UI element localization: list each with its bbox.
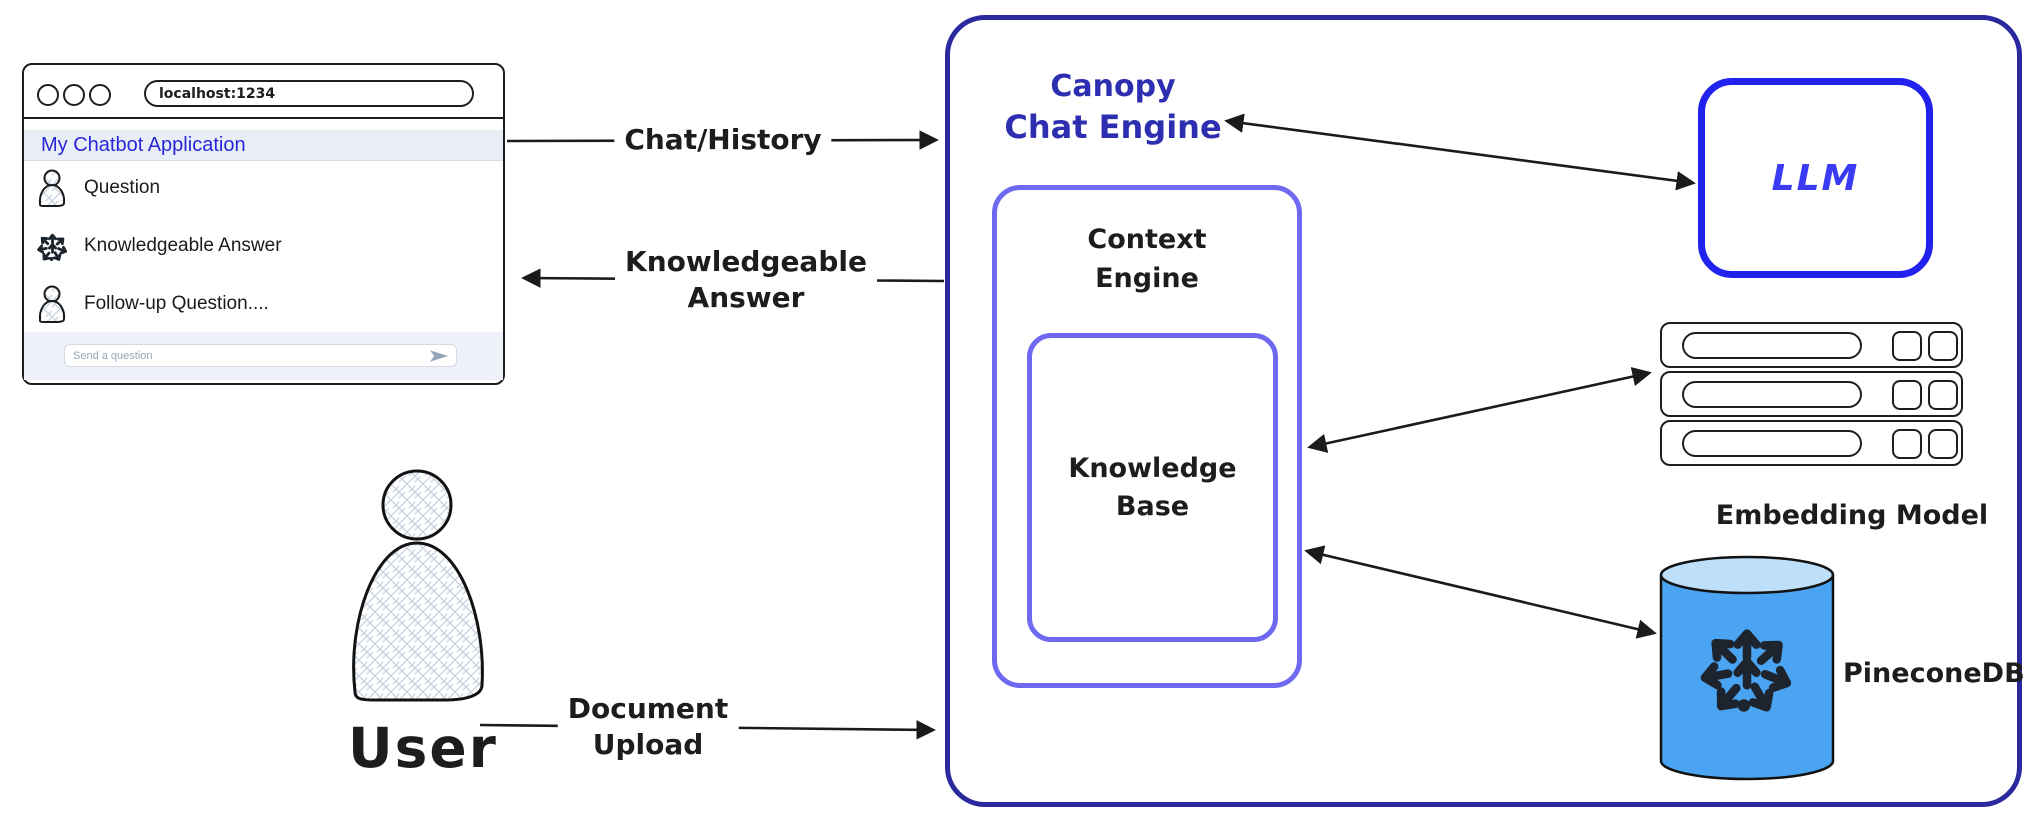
chat-message-label: Question — [84, 177, 161, 198]
llm-label: LLM — [1771, 157, 1860, 199]
chat-message-row: Follow-up Question.... — [24, 275, 503, 333]
server-unit-icon — [1660, 322, 1963, 368]
pineconedb-label: PineconeDB — [1843, 658, 2025, 689]
user-icon — [38, 285, 66, 323]
browser-topbar: localhost:1234 — [24, 65, 503, 119]
app-title-bar: My Chatbot Application — [24, 130, 503, 161]
llm-box: LLM — [1698, 78, 1933, 278]
app-title: My Chatbot Application — [41, 133, 246, 156]
pinecone-icon — [36, 233, 69, 262]
user-figure — [352, 469, 484, 702]
canopy-chat-engine-title: Canopy Chat Engine — [963, 66, 1263, 148]
chat-message-row: Knowledgeable Answer — [24, 217, 503, 275]
window-control-icon[interactable] — [37, 84, 59, 106]
send-icon[interactable] — [430, 349, 448, 362]
flow-label-knowledgeable-answer: Knowledgeable Answer — [615, 243, 877, 317]
browser-window: localhost:1234 My Chatbot Application Qu… — [22, 63, 505, 385]
url-text: localhost:1234 — [159, 85, 276, 102]
url-bar[interactable]: localhost:1234 — [144, 80, 474, 107]
server-unit-icon — [1660, 371, 1963, 417]
knowledge-base-label: Knowledge Base — [1068, 450, 1236, 526]
context-engine-label: Context Engine — [997, 220, 1297, 298]
flow-label-chat-history: Chat/History — [614, 121, 832, 159]
chat-message-row: Question — [24, 159, 503, 217]
flow-label-knowledgeable-line2: Answer — [687, 281, 805, 314]
window-control-icon[interactable] — [63, 84, 85, 106]
flow-label-document-line2: Upload — [592, 728, 704, 761]
embedding-model-label: Embedding Model — [1715, 500, 1989, 531]
flow-label-document-line1: Document — [567, 692, 729, 725]
embedding-model-servers-icon — [1660, 322, 1963, 469]
chat-message-label: Follow-up Question.... — [84, 293, 269, 314]
context-engine-label-line1: Context — [1087, 224, 1207, 255]
window-control-icon[interactable] — [89, 84, 111, 106]
server-unit-icon — [1660, 420, 1963, 466]
flow-label-knowledgeable-line1: Knowledgeable — [625, 245, 867, 278]
chat-message-label: Knowledgeable Answer — [84, 235, 282, 256]
user-label: User — [348, 716, 498, 780]
composer-bar — [24, 332, 503, 380]
question-input[interactable] — [64, 344, 457, 367]
user-icon — [38, 169, 66, 207]
knowledge-base-label-line2: Base — [1115, 490, 1190, 522]
knowledge-base-label-line1: Knowledge — [1068, 452, 1237, 484]
flow-label-document-upload: Document Upload — [557, 690, 739, 764]
chat-message-list: Question Knowledgeable Answer Follow-up … — [24, 159, 503, 333]
canopy-title-line1: Canopy — [1050, 69, 1176, 104]
pineconedb-icon — [1659, 555, 1835, 781]
context-engine-label-line2: Engine — [1095, 263, 1199, 294]
canopy-title-line2: Chat Engine — [1004, 108, 1222, 146]
knowledge-base-box: Knowledge Base — [1027, 333, 1278, 642]
question-input-field[interactable] — [73, 349, 430, 362]
context-engine-box: Context Engine Knowledge Base — [992, 185, 1302, 688]
